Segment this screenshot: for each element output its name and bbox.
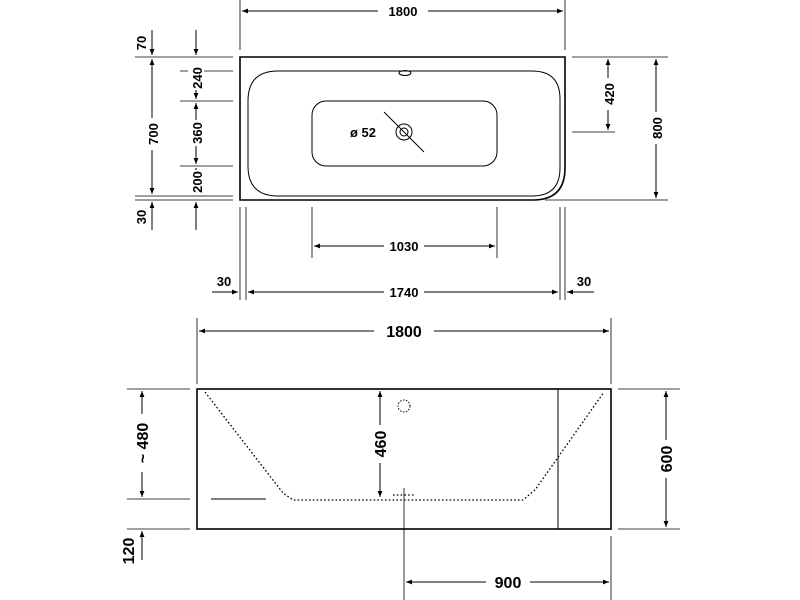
inner-depth-label: 700	[146, 123, 161, 145]
front-width-label: 1800	[386, 324, 422, 341]
drain-diameter-label: ø 52	[350, 125, 376, 140]
floor-length-label: 1030	[390, 239, 419, 254]
water-depth-label: 460	[373, 431, 390, 458]
plan-floor-outline	[311, 100, 498, 167]
front-view: 1800 460 ~ 480 120 600 9	[121, 318, 680, 600]
plan-tub-outline	[239, 56, 566, 201]
plan-view: ø 52 1800 420 800 700 70	[134, 0, 668, 300]
foot-height-label: 120	[121, 538, 138, 565]
plan-depth-label: 800	[650, 117, 665, 139]
front-height-label: 600	[659, 446, 676, 473]
zone-mid-label: 360	[190, 122, 205, 144]
rim-left-label: 30	[217, 274, 231, 289]
front-overflow-icon	[397, 399, 411, 413]
rim-right-label: 30	[577, 274, 591, 289]
zone-top-label: 240	[190, 67, 205, 89]
plan-basin-outline	[247, 70, 561, 197]
inner-length-label: 1740	[390, 285, 419, 300]
top-gap-label: 70	[134, 36, 149, 50]
approx-depth-label: ~ 480	[135, 423, 152, 464]
bottom-gap-label: 30	[134, 210, 149, 224]
front-basin-outline	[204, 391, 605, 501]
drain-offset-label: 420	[602, 83, 617, 105]
drain-icon	[383, 111, 425, 153]
zone-bottom-label: 200	[190, 171, 205, 193]
plan-width-label: 1800	[389, 4, 418, 19]
drain-position-label: 900	[495, 575, 522, 592]
overflow-icon	[398, 70, 412, 76]
